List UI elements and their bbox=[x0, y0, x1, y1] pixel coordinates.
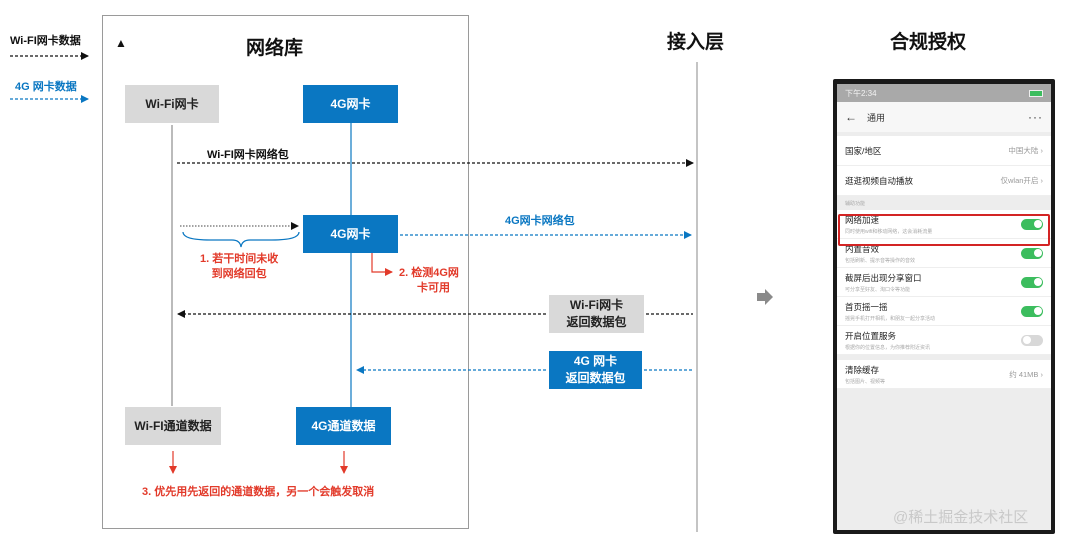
row-shake[interactable]: 首页摇一摇 摇晃手机打开相机，和朋友一起分享活动 bbox=[837, 297, 1051, 326]
sound-sub: 包括刷新、提示音等操作的音效 bbox=[845, 257, 916, 264]
row-video-value: 仅wlan开启 › bbox=[1000, 176, 1043, 185]
location-toggle[interactable] bbox=[1021, 334, 1043, 346]
network-accel-highlight bbox=[838, 214, 1050, 246]
header-access-layer: 接入层 bbox=[667, 32, 725, 53]
watermark: @稀土掘金技术社区 bbox=[893, 509, 1029, 526]
annotation-step2-line1: 2. 检测4G网 bbox=[399, 267, 459, 279]
annotation-step1-line1: 1. 若干时间未收 bbox=[200, 253, 279, 265]
more-icon[interactable]: ··· bbox=[1028, 110, 1043, 124]
network-library-frame bbox=[102, 15, 469, 529]
g4-channel-box: 4G通道数据 bbox=[296, 407, 391, 445]
g4-return-line2: 返回数据包 bbox=[565, 371, 626, 385]
header-network-library: 网络库 bbox=[246, 38, 304, 59]
location-sub: 根据你的位置信息，为你推荐附近资讯 bbox=[845, 344, 931, 351]
row-screenshot-share[interactable]: 截屏后出现分享窗口 可分享至好友、淘口令等功能 bbox=[837, 268, 1051, 297]
phone-screen: 下午2:34 ← 通用 ··· 国家/地区 中国大陆 › 逛逛视频自动播放 仅w… bbox=[837, 84, 1051, 530]
row-video-label: 逛逛视频自动播放 bbox=[845, 175, 914, 186]
shake-label: 首页摇一摇 bbox=[845, 301, 888, 312]
annotation-step1-line2: 到网络回包 bbox=[211, 268, 267, 280]
clear-cache-label: 清除缓存 bbox=[845, 364, 880, 375]
screenshot-share-label: 截屏后出现分享窗口 bbox=[845, 272, 922, 283]
wifi-return-line2: 返回数据包 bbox=[566, 315, 627, 329]
cursor-icon: ▲ bbox=[115, 36, 127, 50]
wifi-return-box: Wi-Fi网卡 返回数据包 bbox=[549, 295, 644, 333]
g4-packet-label: 4G网卡网络包 bbox=[505, 215, 575, 227]
wifi-return-line1: Wi-Fi网卡 bbox=[569, 298, 624, 312]
row-country-value: 中国大陆 › bbox=[1008, 146, 1043, 155]
status-time: 下午2:34 bbox=[845, 88, 877, 98]
row-location[interactable]: 开启位置服务 根据你的位置信息，为你推荐附近资讯 bbox=[837, 326, 1051, 355]
network-accel-sub: 同时使用wifi和移动网络，这会消耗流量 bbox=[845, 228, 933, 235]
battery-icon bbox=[1029, 89, 1043, 97]
annotation-step1: 1. 若干时间未收 到网络回包 bbox=[200, 252, 278, 282]
row-clear-cache[interactable]: 清除缓存 包括图片、视频等 约 41MB › bbox=[837, 360, 1051, 389]
timeout-brace bbox=[182, 231, 300, 248]
section-label: 辅助功能 bbox=[845, 201, 866, 207]
shake-toggle[interactable] bbox=[1021, 305, 1043, 317]
screenshot-share-toggle[interactable] bbox=[1021, 276, 1043, 288]
nav-title: 通用 bbox=[867, 112, 886, 123]
screenshot-share-sub: 可分享至好友、淘口令等功能 bbox=[845, 286, 911, 293]
clear-cache-value: 约 41MB › bbox=[1009, 369, 1043, 379]
clear-cache-sub: 包括图片、视频等 bbox=[845, 378, 886, 385]
g4-return-line1: 4G 网卡 bbox=[573, 354, 618, 368]
g4-card-top-box: 4G网卡 bbox=[303, 85, 398, 123]
legend-4g-label: 4G 网卡数据 bbox=[15, 81, 77, 93]
wifi-channel-box: Wi-FI通道数据 bbox=[125, 407, 221, 445]
row-sound[interactable]: 内置音效 包括刷新、提示音等操作的音效 bbox=[837, 239, 1051, 268]
legend-wifi-label: Wi-FI网卡数据 bbox=[10, 35, 81, 47]
row-country-label: 国家/地区 bbox=[845, 145, 882, 156]
row-video-autoplay[interactable]: 逛逛视频自动播放 仅wlan开启 › bbox=[837, 166, 1051, 196]
nav-bar: ← 通用 ··· bbox=[837, 102, 1051, 132]
annotation-step3: 3. 优先用先返回的通道数据，另一个会触发取消 bbox=[142, 486, 375, 498]
row-country[interactable]: 国家/地区 中国大陆 › bbox=[837, 136, 1051, 166]
wifi-card-top-box: Wi-Fi网卡 bbox=[125, 85, 219, 123]
shake-sub: 摇晃手机打开相机，和朋友一起分享活动 bbox=[845, 315, 936, 322]
wifi-packet-label: Wi-FI网卡网络包 bbox=[207, 149, 289, 161]
network-accel-toggle[interactable] bbox=[1021, 218, 1043, 230]
annotation-step2-line2: 卡可用 bbox=[417, 282, 450, 294]
header-compliance: 合规授权 bbox=[890, 32, 967, 53]
g4-card-mid-box: 4G网卡 bbox=[303, 215, 398, 253]
back-arrow-icon[interactable]: ← bbox=[845, 110, 857, 124]
annotation-step2: 2. 检测4G网 卡可用 bbox=[399, 266, 459, 296]
sound-toggle[interactable] bbox=[1021, 247, 1043, 259]
location-label: 开启位置服务 bbox=[845, 330, 897, 341]
detect-4g-arrow bbox=[371, 253, 393, 276]
sound-label: 内置音效 bbox=[845, 243, 880, 254]
right-block-arrow-icon bbox=[757, 289, 773, 305]
g4-return-box: 4G 网卡 返回数据包 bbox=[549, 351, 642, 389]
status-bar: 下午2:34 bbox=[837, 84, 1051, 102]
network-accel-label: 网络加速 bbox=[845, 214, 880, 225]
